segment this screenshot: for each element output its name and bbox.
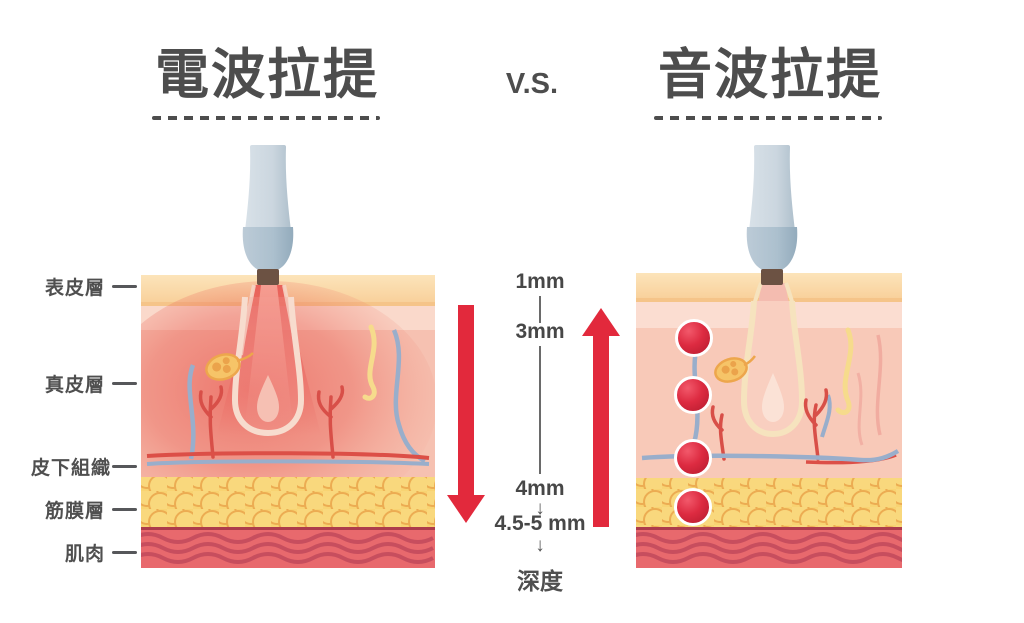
label-fascia-tick [112,507,137,511]
left-vein [146,459,430,466]
label-subcutaneous: 皮下組織 [0,453,137,479]
right-panel-title: 音波拉提 [658,45,882,105]
label-subcutaneous-text: 皮下組織 [30,457,111,479]
label-fascia-text: 筋膜層 [44,500,105,522]
down-arrow-icon: ↓ [535,498,545,519]
label-fascia: 筋膜層 [0,496,137,522]
label-muscle-tick [112,550,137,554]
depth-tick-1mm: 1mm [515,270,565,293]
left-fascia-fat-layer [141,477,435,527]
right-skin-illustration [636,273,902,568]
depth-line-2 [539,346,541,474]
depth-line-1 [539,296,541,323]
right-device-tip [761,269,783,285]
left-blue-vessel-2 [391,329,427,464]
left-muscle-layer [141,527,435,568]
left-sebaceous-gland [205,353,241,381]
label-epidermis-tick [112,284,137,288]
left-skin-illustration [141,275,435,568]
right-title-underline [654,116,882,120]
right-device-handpiece [746,145,798,285]
right-capillary-center [803,388,832,461]
label-epidermis-text: 表皮層 [44,277,105,299]
label-dermis: 真皮層 [0,370,137,396]
depth-tick-3mm: 3mm [515,320,565,343]
vs-label: V.S. [505,68,559,100]
label-subcutaneous-tick [112,464,137,468]
right-hair-follicle [740,282,806,438]
label-dermis-text: 真皮層 [44,374,105,396]
down-arrow-icon: ↓ [535,535,545,556]
left-nerve-fiber [362,324,377,401]
depth-tick-4mm: 4mm [515,477,565,500]
label-muscle-text: 肌肉 [64,543,105,565]
right-muscle-layer [636,527,902,568]
right-energy-dots [674,319,713,526]
label-epidermis: 表皮層 [0,273,137,299]
label-muscle: 肌肉 [0,539,137,565]
right-pink-vessel [875,334,883,436]
left-blue-vessel [187,364,196,460]
left-device-tip [257,269,279,285]
label-dermis-tick [112,381,137,385]
depth-axis-label: 深度 [517,568,563,594]
left-panel-title: 電波拉提 [155,45,379,105]
left-artery [146,451,430,460]
right-nerve-fiber [835,327,854,416]
left-device-handpiece [242,145,294,285]
left-title-underline [152,116,380,120]
depth-tick-4-5mm: 4.5-5 mm [494,512,586,535]
